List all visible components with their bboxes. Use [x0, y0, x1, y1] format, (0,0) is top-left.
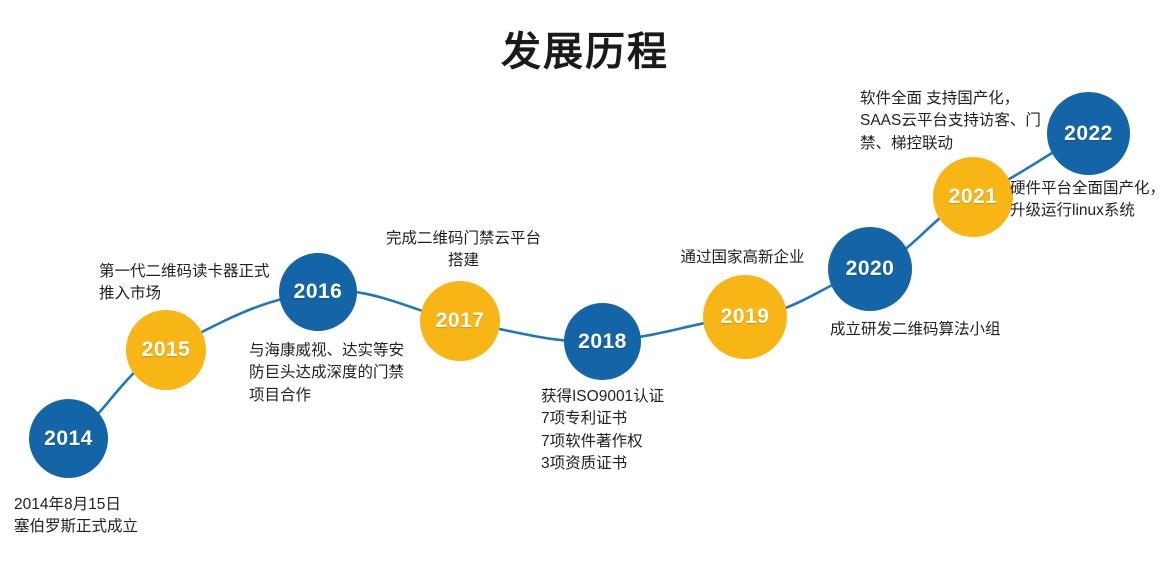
timeline-node-2015[interactable]: 2015 — [126, 310, 206, 390]
timeline-caption-2020: 成立研发二维码算法小组 — [830, 321, 1001, 338]
timeline-node-2020[interactable]: 2020 — [828, 227, 912, 311]
timeline-node-2014[interactable]: 2014 — [29, 399, 108, 478]
timeline-node-2022[interactable]: 2022 — [1047, 92, 1130, 175]
timeline-caption-2021: 软件全面 支持国产化，SAAS云平台支持访客、门禁、梯控联动 — [860, 90, 1041, 152]
timeline-caption-2016: 与海康威视、达实等安防巨头达成深度的门禁项目合作 — [249, 342, 405, 404]
page-title: 发展历程 — [501, 30, 669, 74]
timeline-node-2018[interactable]: 2018 — [564, 303, 641, 380]
timeline-node-2016[interactable]: 2016 — [279, 253, 357, 331]
timeline-node-2017[interactable]: 2017 — [420, 281, 500, 361]
timeline-node-2019[interactable]: 2019 — [703, 275, 787, 359]
timeline-caption-2014: 2014年8月15日 塞伯罗斯正式成立 — [14, 496, 139, 536]
timeline-caption-2018: 获得ISO9001认证 7项专利证书 7项软件著作权 3项资质证书 — [541, 388, 665, 473]
timeline-caption-2019: 通过国家高新企业 — [680, 249, 805, 266]
timeline-node-2021[interactable]: 2021 — [933, 157, 1013, 237]
timeline-caption-2015: 第一代二维码读卡器正式推入市场 — [99, 263, 270, 303]
timeline-caption-2022: 硬件平台全面国产化，升级运行linux系统 — [1010, 180, 1166, 220]
timeline-caption-2017: 完成二维码门禁云平台搭建 — [385, 230, 541, 270]
